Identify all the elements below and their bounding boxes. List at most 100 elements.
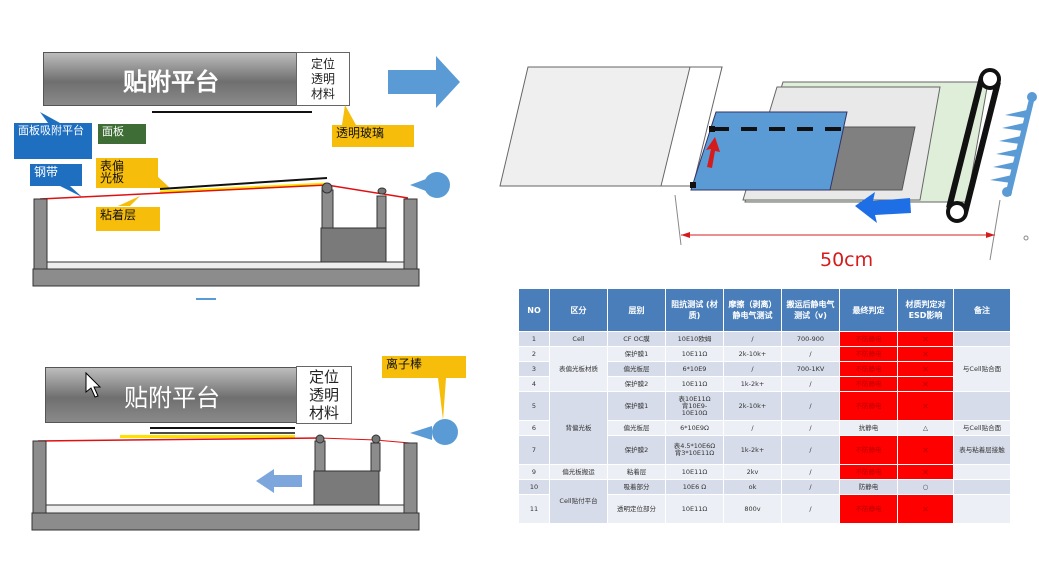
- friction-cell: 1k-2k+: [723, 376, 782, 392]
- friction-cell: /: [723, 420, 782, 436]
- no-cell: 10: [518, 479, 550, 495]
- no-cell: 7: [518, 435, 550, 465]
- transport-cell: /: [781, 346, 840, 362]
- header-cell: 摩擦（剥离）静电气测试: [723, 288, 782, 332]
- no-cell: 9: [518, 464, 550, 480]
- impedance-cell: 6*10E9Ω: [665, 420, 724, 436]
- header-cell: 备注: [953, 288, 1011, 332]
- note-cell: 与Cell贴合面: [953, 346, 1011, 392]
- glass-line: [152, 111, 312, 113]
- no-cell: 3: [518, 361, 550, 377]
- impedance-cell: 10E11Ω: [665, 464, 724, 480]
- note-cell: [953, 479, 1011, 495]
- transport-cell: /: [781, 376, 840, 392]
- perspective-diagram: [499, 66, 1037, 261]
- header-cell: 搬运后静电气测试（v): [781, 288, 840, 332]
- friction-cell: 2k-10k+: [723, 391, 782, 421]
- impedance-cell: 表4.5*10E6Ω 背3*10E11Ω: [665, 435, 724, 465]
- esd-cell: ✕: [897, 494, 954, 524]
- note-cell: [953, 391, 1011, 421]
- impedance-cell: 10E10欧姆: [665, 331, 724, 347]
- friction-cell: ok: [723, 479, 782, 495]
- category-cell: Cell: [549, 331, 608, 347]
- table-row: 4 保护膜2 10E11Ω 1k-2k+ / 不防静电 ✕: [518, 376, 1011, 392]
- callout-adhesive-layer: 粘着层: [96, 207, 160, 231]
- esd-cell: ✕: [897, 331, 954, 347]
- header-cell: 层别: [607, 288, 666, 332]
- verdict-cell: 防静电: [839, 479, 898, 495]
- esd-cell: ○: [897, 479, 954, 495]
- callout-panel-suction: 面板吸附平台: [14, 123, 92, 159]
- header-cell: 最终判定: [839, 288, 898, 332]
- category-cell: 背偏光板: [549, 391, 608, 465]
- no-cell: 5: [518, 391, 550, 421]
- category-cell: Cell贴付平台: [549, 479, 608, 524]
- note-cell: 表与粘着层接触: [953, 435, 1011, 465]
- callout-front-polarizer: 表偏 光板: [96, 158, 158, 188]
- esd-cell: △: [897, 420, 954, 436]
- layer-cell: 保护膜1: [607, 346, 666, 362]
- esd-cell: ✕: [897, 435, 954, 465]
- layer-cell: 保护膜2: [607, 376, 666, 392]
- layer-cell: 吸着部分: [607, 479, 666, 495]
- verdict-cell: 不防静电: [839, 376, 898, 392]
- transport-cell: /: [781, 464, 840, 480]
- locator-box: 定位 透明 材料: [296, 52, 350, 106]
- verdict-cell: 不防静电: [839, 464, 898, 480]
- layer-cell: 偏光板层: [607, 361, 666, 377]
- esd-cell: ✕: [897, 346, 954, 362]
- verdict-cell: 不防静电: [839, 435, 898, 465]
- friction-cell: 2kv: [723, 464, 782, 480]
- note-cell: [953, 494, 1011, 524]
- table-row: 9 偏光板搬运 粘着层 10E11Ω 2kv / 不防静电 ✕: [518, 464, 1011, 480]
- table-row: 11 透明定位部分 10E11Ω 800v / 不防静电 ✕: [518, 494, 1011, 524]
- friction-cell: /: [723, 331, 782, 347]
- callout-ion-bar: 离子棒: [382, 356, 466, 378]
- category-cell: 偏光板搬运: [549, 464, 608, 480]
- verdict-cell: 不防静电: [839, 391, 898, 421]
- locator-box: 定位 透明 材料: [296, 366, 352, 424]
- platform-label: 贴附平台: [124, 383, 220, 412]
- header-cell: 阻抗测试 (材质): [665, 288, 724, 332]
- no-cell: 4: [518, 376, 550, 392]
- layer-cell: 保护膜2: [607, 435, 666, 465]
- transport-cell: 700-900: [781, 331, 840, 347]
- header-cell: 区分: [549, 288, 608, 332]
- friction-cell: 2k-10k+: [723, 346, 782, 362]
- friction-cell: /: [723, 361, 782, 377]
- header-cell: NO: [518, 288, 550, 332]
- top-mechanism-svg: [32, 56, 460, 300]
- impedance-cell: 10E11Ω: [665, 494, 724, 524]
- transport-cell: /: [781, 420, 840, 436]
- layer-cell: CF OC膜: [607, 331, 666, 347]
- verdict-cell: 不防静电: [839, 494, 898, 524]
- impedance-cell: 表10E11Ω 背10E9- 10E10Ω: [665, 391, 724, 421]
- note-cell: [953, 331, 1011, 347]
- table-row: 1 Cell CF OC膜 10E10欧姆 / 700-900 不防静电 ✕: [518, 331, 1011, 347]
- transport-cell: /: [781, 391, 840, 421]
- no-cell: 2: [518, 346, 550, 362]
- verdict-cell: 不防静电: [839, 361, 898, 377]
- header-cell: 材质判定对ESD影响: [897, 288, 954, 332]
- layer-cell: 保护膜1: [607, 391, 666, 421]
- table-row: 6 偏光板层 6*10E9Ω / / 抗静电 △ 与Cell贴合面: [518, 420, 1011, 436]
- table-row: 3 偏光板层 6*10E9 / 700-1KV 不防静电 ✕: [518, 361, 1011, 377]
- no-cell: 11: [518, 494, 550, 524]
- table-header-row: NO 区分 层别 阻抗测试 (材质) 摩擦（剥离）静电气测试 搬运后静电气测试（…: [518, 288, 1011, 332]
- impedance-cell: 10E11Ω: [665, 376, 724, 392]
- table-row: 10 Cell贴付平台 吸着部分 10E6 Ω ok / 防静电 ○: [518, 479, 1011, 524]
- platform-label: 贴附平台: [123, 67, 219, 96]
- platform-box: 贴附平台: [43, 52, 299, 106]
- verdict-cell: 不防静电: [839, 346, 898, 362]
- table-row: 5 背偏光板 保护膜1 表10E11Ω 背10E9- 10E10Ω 2k-10k…: [518, 391, 1011, 465]
- transport-cell: /: [781, 435, 840, 465]
- callout-steel-belt: 钢带: [30, 164, 82, 186]
- impedance-cell: 10E11Ω: [665, 346, 724, 362]
- esd-cell: ✕: [897, 376, 954, 392]
- verdict-cell: 抗静电: [839, 420, 898, 436]
- category-cell: 表偏光板材质: [549, 346, 608, 392]
- note-cell: 与Cell贴合面: [953, 420, 1011, 436]
- dimension-label: 50cm: [820, 249, 874, 271]
- friction-cell: 800v: [723, 494, 782, 524]
- callout-transparent-glass: 透明玻璃: [332, 125, 414, 147]
